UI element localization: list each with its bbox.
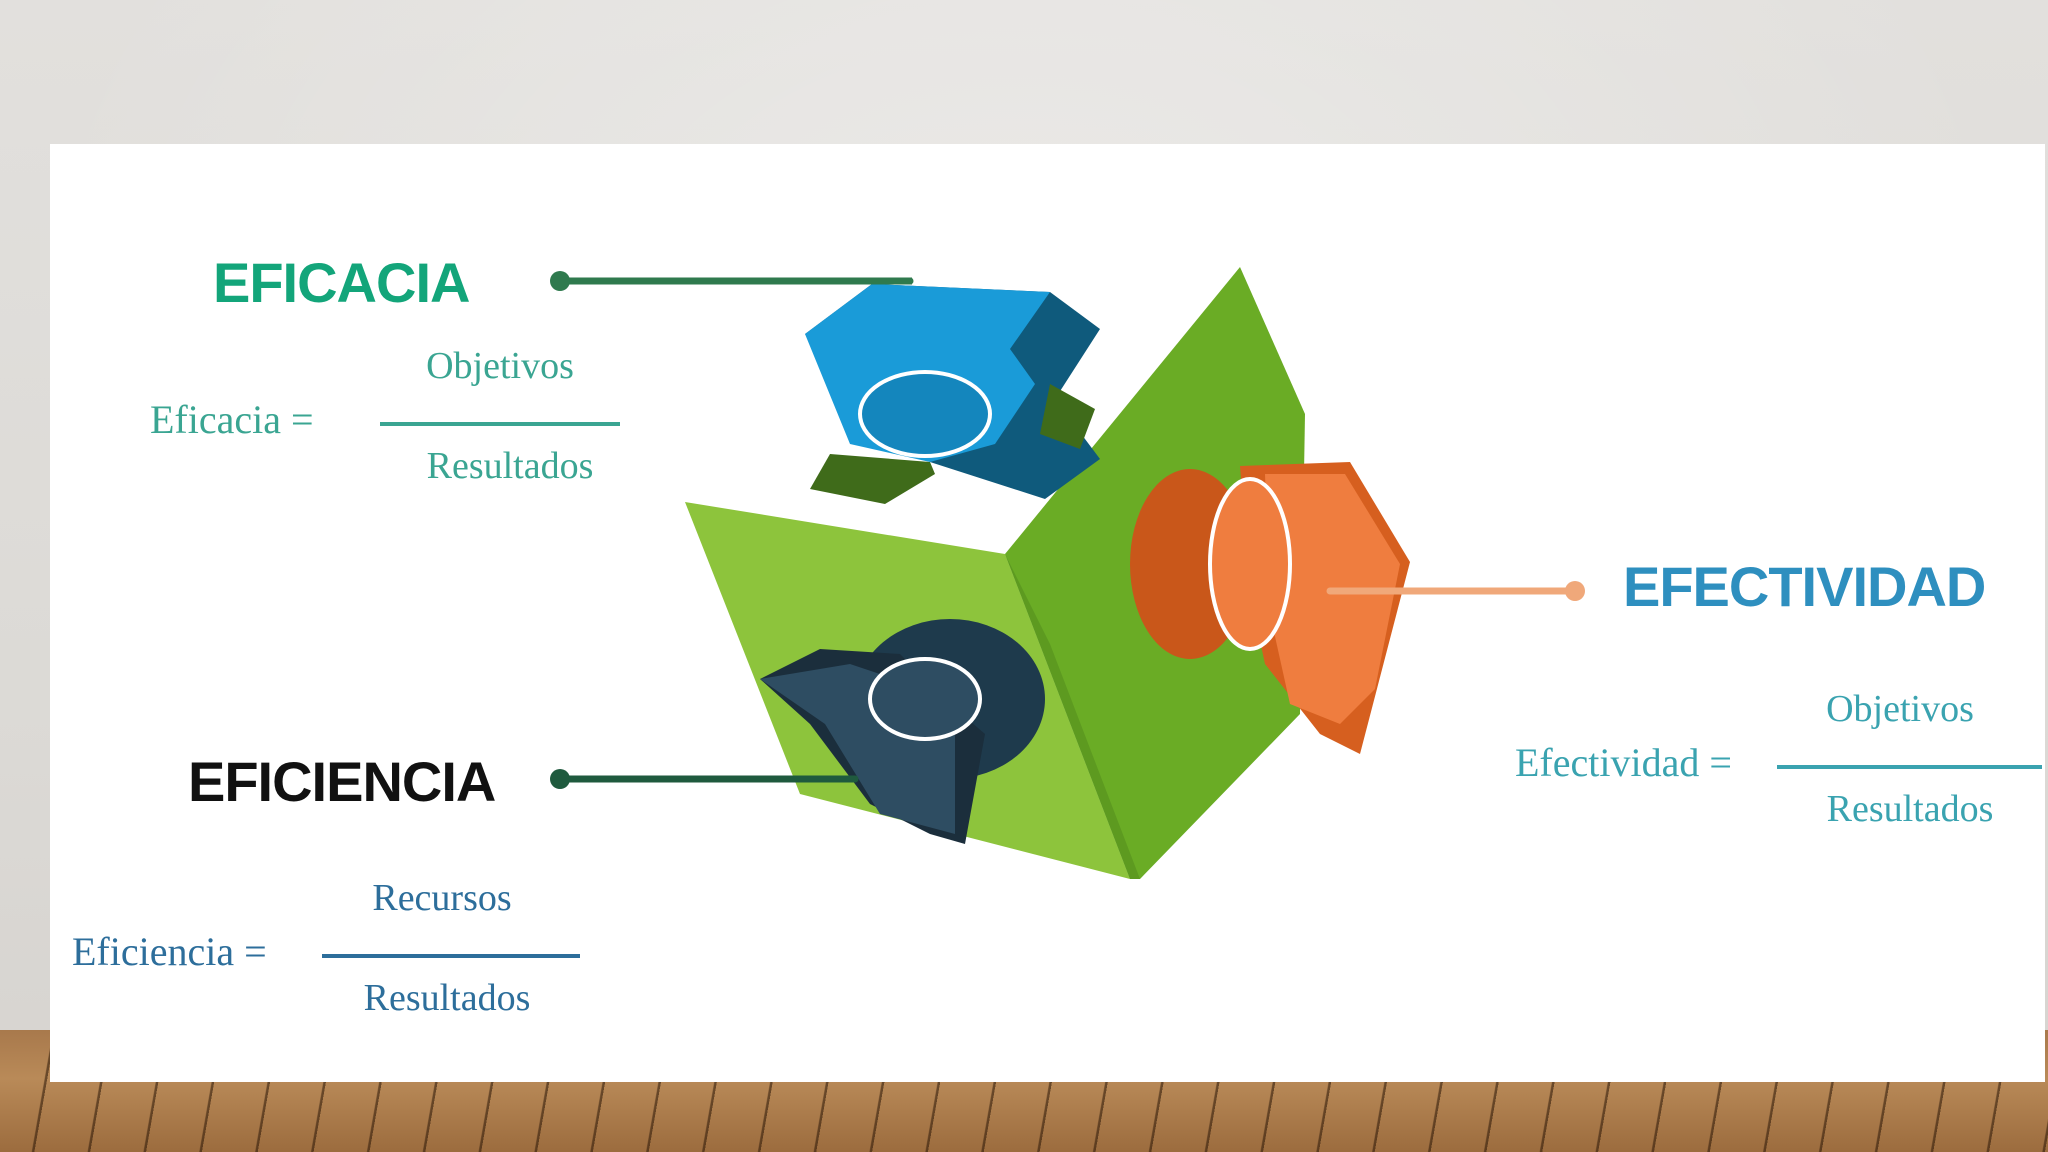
eficiencia-numerator: Recursos [372, 877, 512, 919]
eficiencia-denominator: Resultados [363, 977, 531, 1019]
efectividad-title: EFECTIVIDAD [1623, 555, 1986, 618]
eficiencia-formula-label: Eficiencia = [72, 929, 267, 974]
connector-eficiencia [550, 769, 859, 789]
dark-puzzle-piece [760, 619, 1045, 844]
connector-efectividad [1326, 581, 1585, 601]
slide-board: EFICACIA Eficacia = Objetivos Resultados… [50, 144, 2045, 1082]
puzzle-illustration [550, 267, 1585, 879]
blue-puzzle-piece [805, 284, 1100, 504]
eficacia-formula-label: Eficacia = [150, 397, 314, 442]
efectividad-denominator: Resultados [1826, 788, 1994, 830]
orange-puzzle-piece [1130, 462, 1410, 754]
eficacia-title: EFICACIA [213, 251, 470, 314]
eficacia-fraction-bar [380, 422, 620, 426]
efectividad-numerator: Objetivos [1826, 688, 1974, 730]
efectividad-formula-label: Efectividad = [1515, 740, 1732, 785]
efectividad-fraction-bar [1777, 765, 2042, 769]
eficiencia-fraction-bar [322, 954, 580, 958]
eficiencia-title: EFICIENCIA [188, 750, 496, 813]
eficacia-numerator: Objetivos [426, 345, 574, 387]
eficacia-denominator: Resultados [426, 445, 594, 487]
